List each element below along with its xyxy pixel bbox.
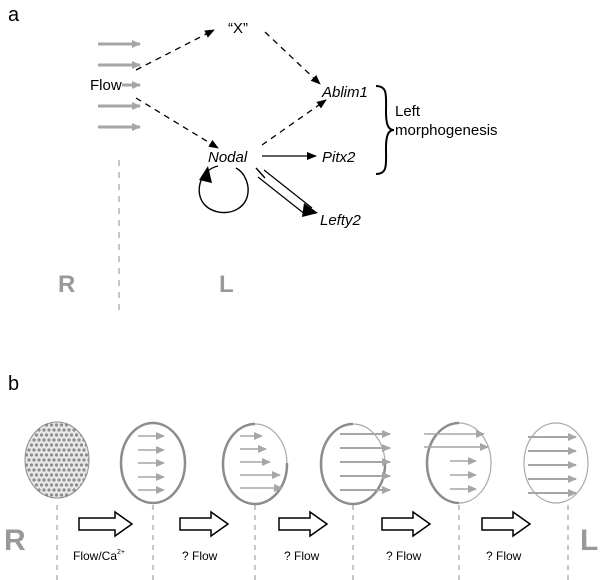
x-factor-label: “X”	[228, 20, 248, 37]
panel-b-right-label: R	[4, 524, 26, 557]
panel-b-left-label: L	[580, 524, 598, 557]
nodal-label: Nodal	[208, 149, 248, 166]
left-morphogenesis-line2: morphogenesis	[395, 122, 498, 139]
brace	[375, 85, 395, 175]
loop-arrowhead	[199, 166, 212, 183]
pitx2-label: Pitx2	[322, 149, 356, 166]
step-label-4: ? Flow	[386, 549, 422, 563]
panel-b-label: b	[8, 373, 19, 395]
step-arrows	[78, 510, 532, 538]
step-label-5: ? Flow	[486, 549, 522, 563]
step-label-3: ? Flow	[284, 549, 320, 563]
left-morphogenesis-line1: Left	[395, 103, 421, 120]
nodal-lefty2-double-line	[255, 167, 318, 217]
panel-b-dashed-lines	[56, 505, 569, 580]
panel-a-right-label: R	[58, 271, 75, 298]
lefty2-label: Lefty2	[320, 212, 362, 229]
panel-a-left-label: L	[219, 271, 234, 298]
pathway-dashed-arrows	[135, 29, 327, 149]
flow-label: Flow	[90, 77, 122, 94]
panel-a-label: a	[8, 4, 20, 26]
node-4	[319, 422, 391, 506]
node-3	[221, 422, 289, 506]
step-label-1: Flow/Ca2+	[73, 549, 125, 563]
node-6	[523, 422, 589, 504]
nodal-autoregulation-loop	[198, 165, 249, 214]
node-2	[119, 421, 187, 505]
node-5	[424, 421, 492, 505]
step-label-2: ? Flow	[182, 549, 218, 563]
ablim1-label: Ablim1	[321, 84, 368, 101]
flow-arrows	[98, 40, 141, 131]
node-1-cilia-dots	[24, 421, 90, 499]
